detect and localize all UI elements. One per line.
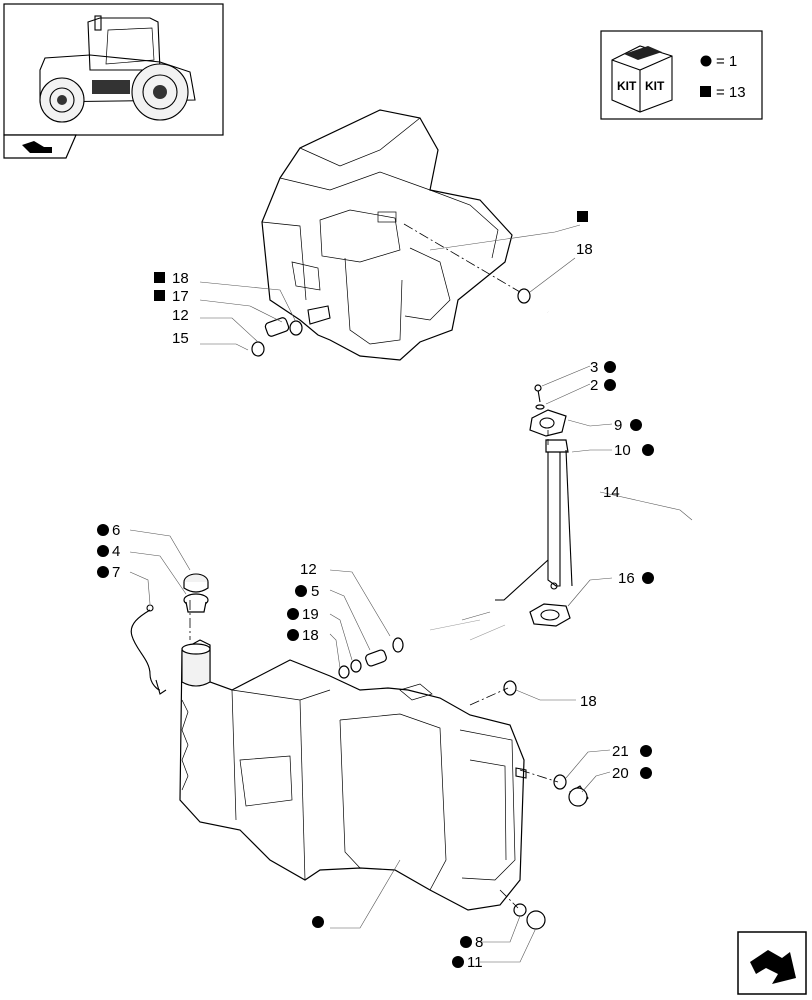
callout-2: 2 <box>590 377 598 394</box>
circle-bullet-icon <box>640 767 652 779</box>
callout-11: 11 <box>467 954 483 971</box>
callout-18-top: 18 <box>576 241 593 258</box>
small-parts <box>130 288 589 930</box>
callout-14: 14 <box>603 484 620 501</box>
callout-16: 16 <box>618 570 635 587</box>
circle-bullet-icon <box>287 608 299 620</box>
circle-bullet-icon <box>604 361 616 373</box>
callout-5: 5 <box>311 583 319 600</box>
book-arrow-icon <box>750 950 796 984</box>
callout-18-square: 18 <box>172 270 189 287</box>
circle-bullet-icon <box>604 379 616 391</box>
circle-bullet-icon <box>97 545 109 557</box>
circle-bullet-icon <box>97 566 109 578</box>
callout-9: 9 <box>614 417 622 434</box>
circle-bullet-icon <box>295 585 307 597</box>
circle-bullet-icon <box>460 936 472 948</box>
legend-circle-text: = 1 <box>716 53 737 70</box>
square-bullet-icon <box>700 86 711 97</box>
kit-label-left: KIT <box>617 79 637 93</box>
kit-legend: KIT KIT = 1 = 13 <box>600 30 763 120</box>
circle-bullet-icon <box>700 55 712 67</box>
circle-bullet-icon <box>630 419 642 431</box>
callout-12-top: 12 <box>172 307 189 324</box>
circle-bullet-icon <box>312 916 324 928</box>
callout-10: 10 <box>614 442 631 459</box>
next-page-button[interactable] <box>737 931 807 995</box>
callout-21: 21 <box>612 743 629 760</box>
callout-3: 3 <box>590 359 598 376</box>
circle-bullet-icon <box>642 572 654 584</box>
view-tab[interactable] <box>3 134 77 159</box>
book-arrow-icon <box>22 141 52 153</box>
hoses <box>197 310 699 685</box>
callouts: 18 18 17 12 15 3 2 9 10 14 6 4 7 16 12 5… <box>97 211 654 971</box>
circle-bullet-icon <box>97 524 109 536</box>
callout-4: 4 <box>112 543 120 560</box>
square-bullet-icon <box>577 211 588 222</box>
kit-box-icon: KIT KIT <box>611 45 673 113</box>
callout-7: 7 <box>112 564 120 581</box>
callout-15: 15 <box>172 330 189 347</box>
leader-lines <box>129 224 693 963</box>
callout-19: 19 <box>302 606 319 623</box>
kit-label-right: KIT <box>645 79 665 93</box>
lower-fuel-tank <box>179 639 527 911</box>
upper-fuel-tank <box>261 109 513 361</box>
circle-bullet-icon <box>287 629 299 641</box>
center-lines <box>189 223 559 909</box>
callout-6: 6 <box>112 522 120 539</box>
callout-18-right: 18 <box>580 693 597 710</box>
circle-bullet-icon <box>452 956 464 968</box>
callout-20: 20 <box>612 765 629 782</box>
legend-square-text: = 13 <box>716 84 746 101</box>
tractor-thumbnail <box>3 3 224 136</box>
square-bullet-icon <box>154 272 165 283</box>
circle-bullet-icon <box>640 745 652 757</box>
circle-bullet-icon <box>642 444 654 456</box>
square-bullet-icon <box>154 290 165 301</box>
callout-18-mid: 18 <box>302 627 319 644</box>
callout-8: 8 <box>475 934 483 951</box>
callout-12-mid: 12 <box>300 561 317 578</box>
tractor-icon <box>39 15 196 123</box>
callout-17-square: 17 <box>172 288 189 305</box>
